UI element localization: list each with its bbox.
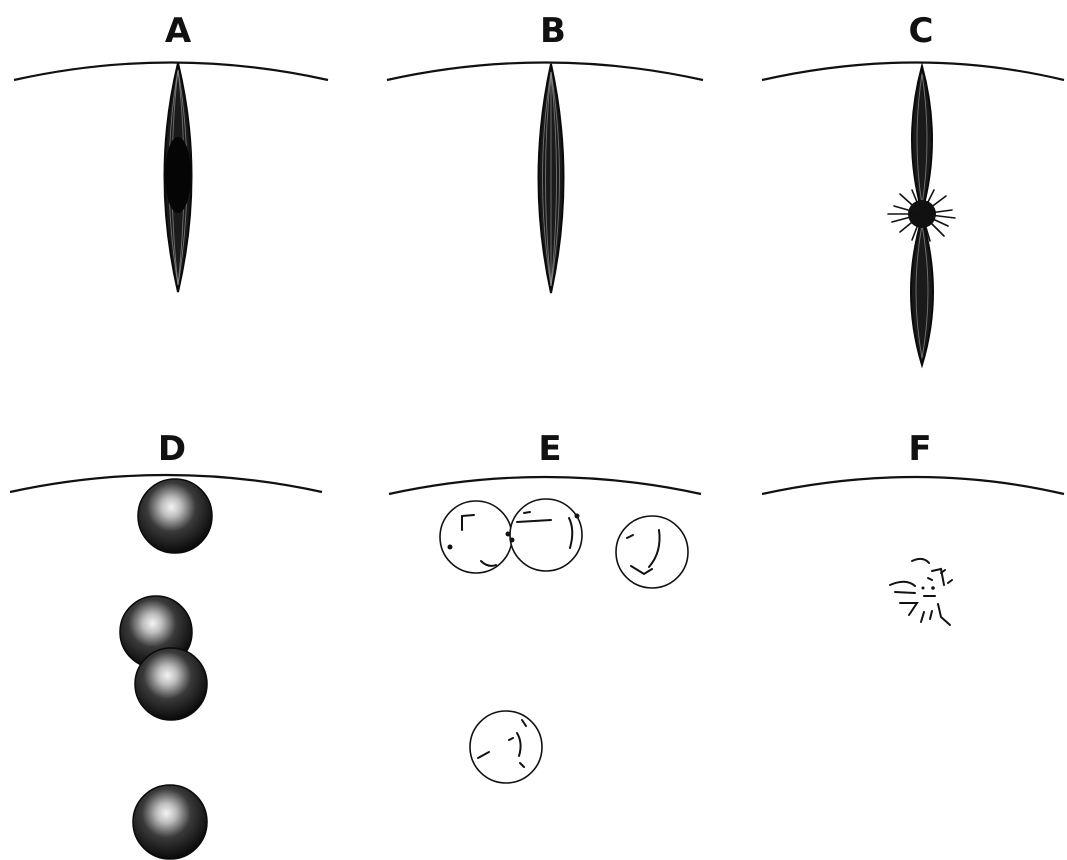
- nucleus: [470, 711, 542, 783]
- cell-surface-f: [762, 477, 1064, 494]
- polar-body-sphere: [138, 479, 212, 553]
- cell-surface-e: [389, 477, 701, 494]
- spindle-c: [888, 66, 955, 365]
- panel-f: F: [762, 429, 1064, 625]
- panel-label-a: A: [165, 11, 192, 51]
- polar-body-sphere: [133, 785, 207, 859]
- panel-b: B: [387, 11, 703, 293]
- panel-e: E: [389, 429, 701, 783]
- spindle-b: [539, 64, 564, 293]
- panel-a: A: [14, 11, 328, 292]
- nucleus: [440, 501, 512, 573]
- panel-label-c: C: [909, 11, 934, 51]
- cell-surface-a: [14, 63, 328, 81]
- panel-c: C: [762, 11, 1064, 365]
- nucleus-pair: [440, 499, 582, 573]
- panel-label-b: B: [540, 11, 566, 51]
- cell-surface-b: [387, 63, 703, 81]
- polar-body-sphere: [135, 648, 207, 720]
- chromosome-cluster: [890, 559, 952, 625]
- nucleus-lower: [470, 711, 542, 783]
- nucleus: [510, 499, 582, 571]
- panel-label-d: D: [158, 429, 186, 469]
- chromosome-plate-a: [165, 137, 191, 213]
- nucleus-single: [616, 516, 688, 588]
- cell-surface-c: [762, 63, 1064, 81]
- spindle-a: [165, 63, 192, 292]
- panel-label-e: E: [538, 429, 561, 469]
- panel-d: D: [10, 429, 322, 859]
- nucleus: [616, 516, 688, 588]
- panel-label-f: F: [908, 429, 931, 469]
